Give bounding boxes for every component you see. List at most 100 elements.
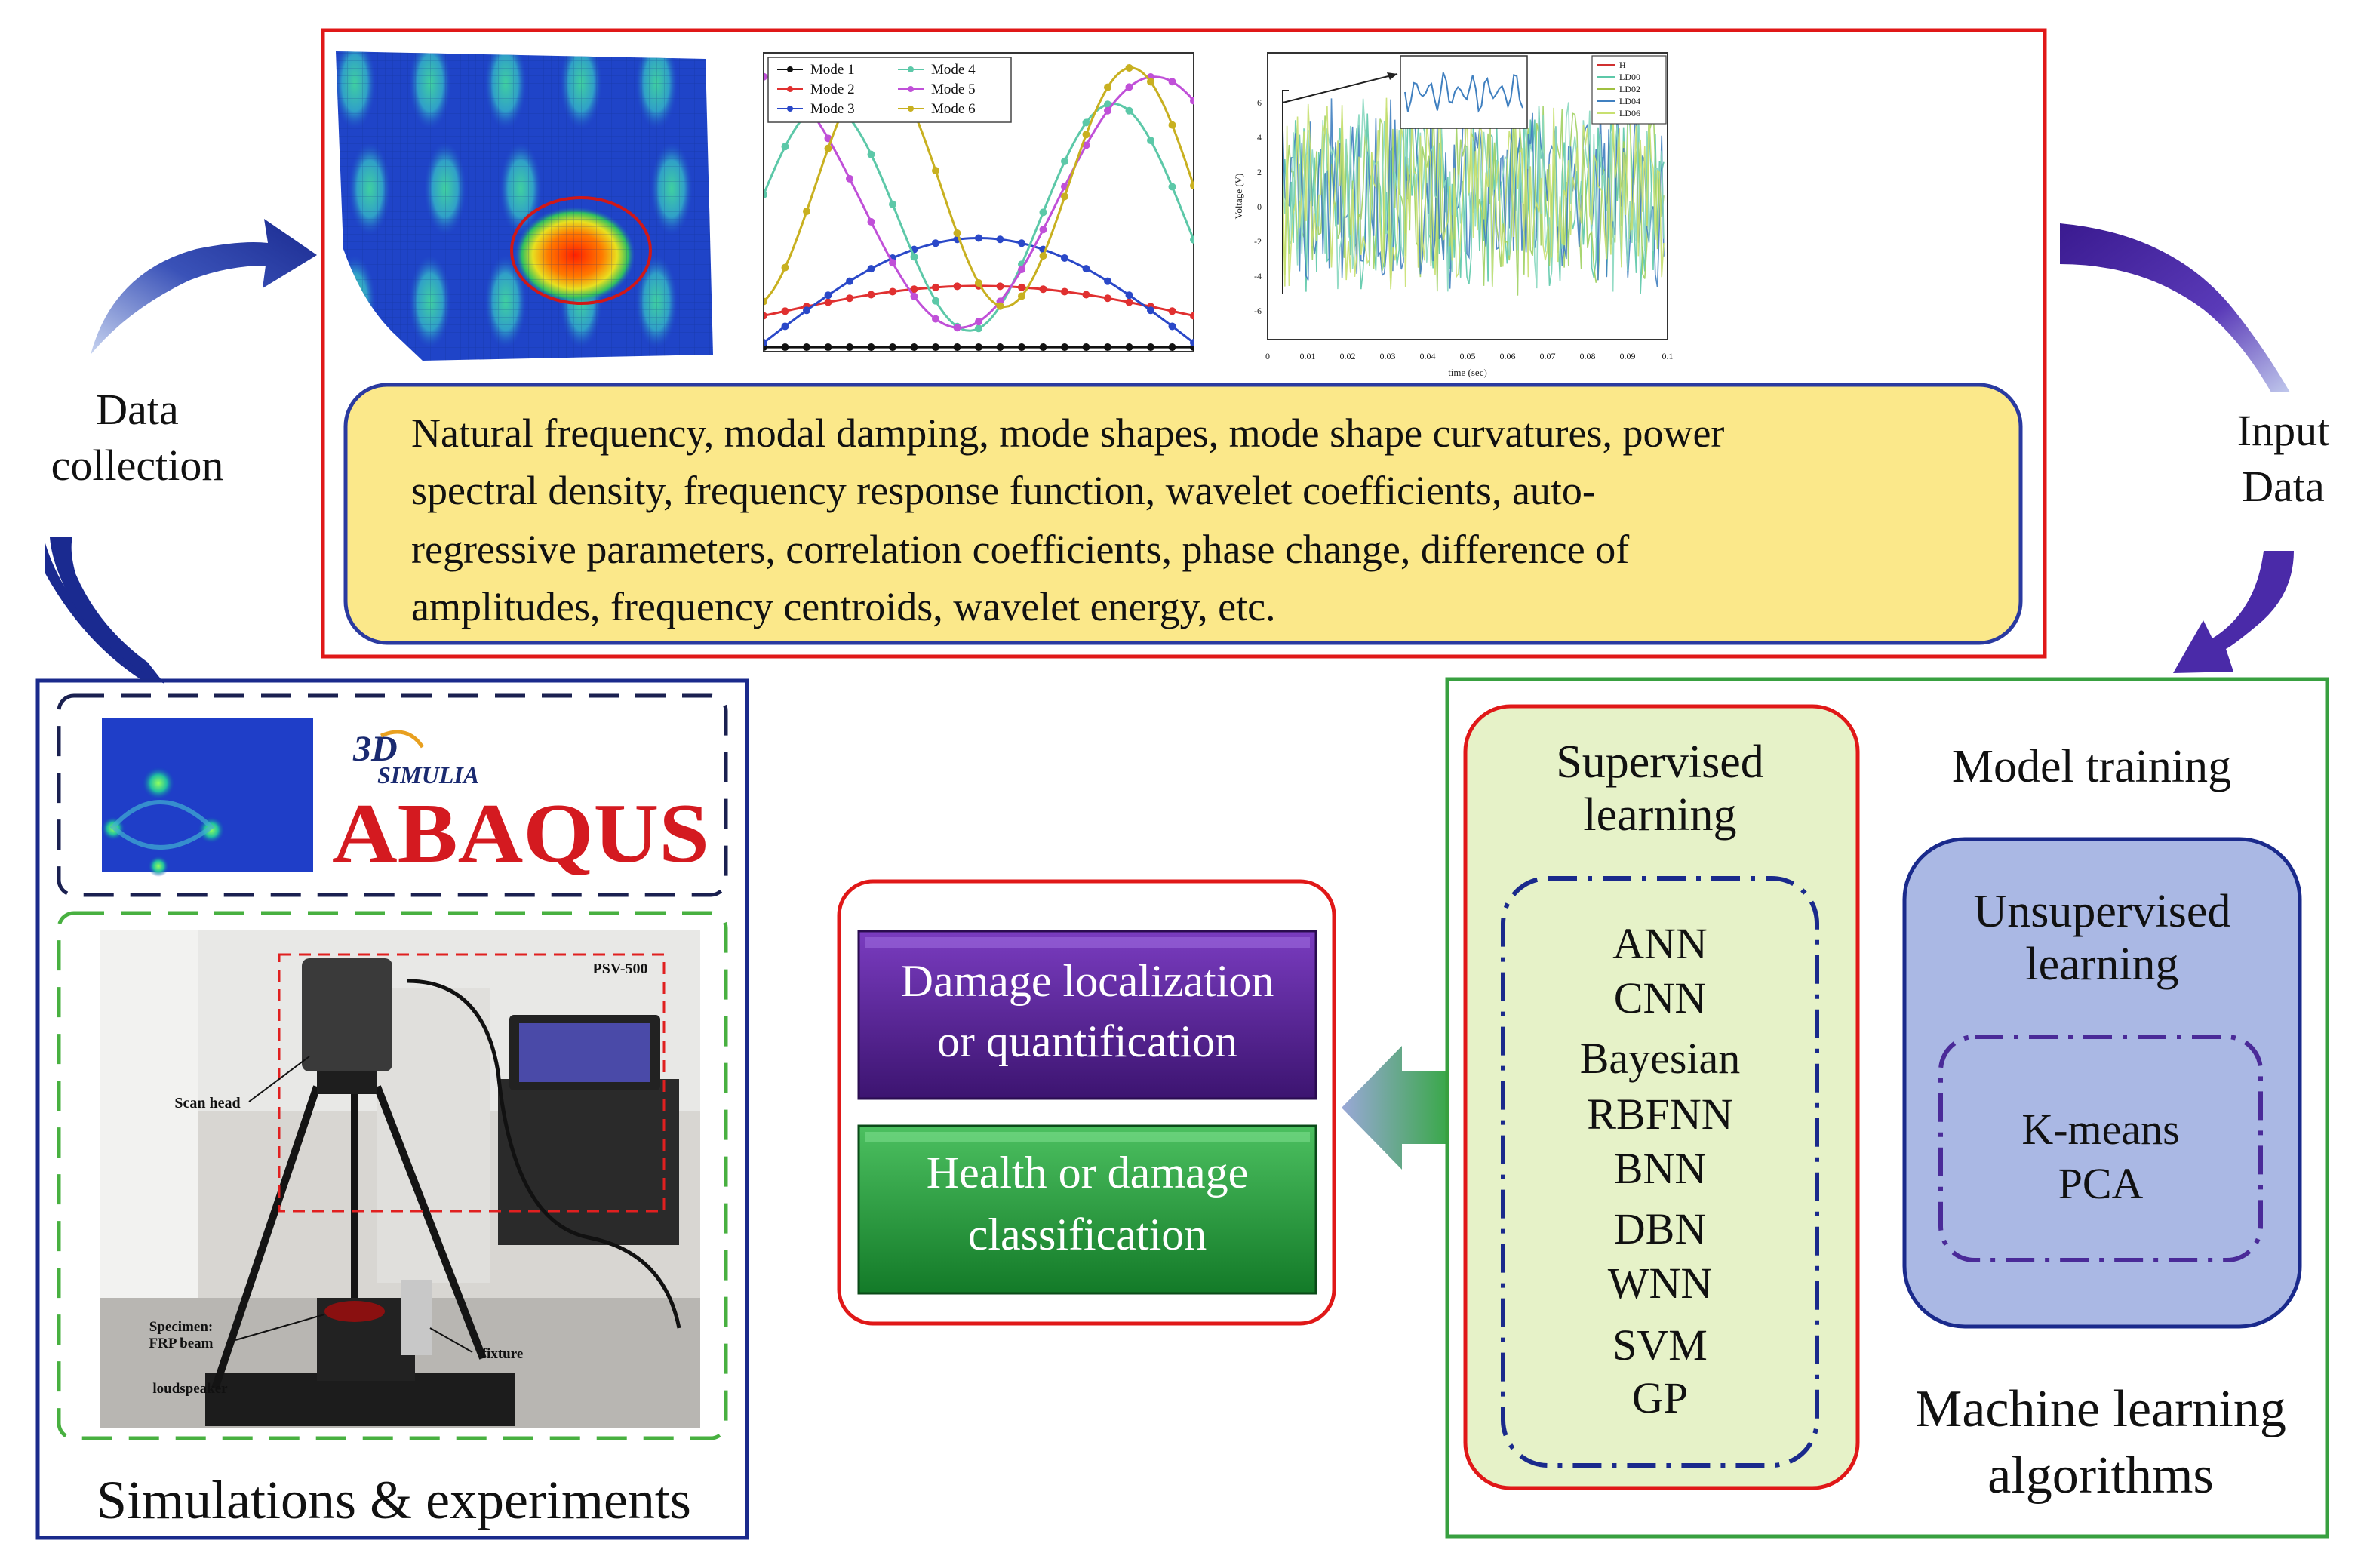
photo-label-specimen-2: FRP beam [149,1336,214,1351]
ml-caption-2: algorithms [1987,1447,2213,1505]
mode-marker [1168,322,1176,331]
mode-marker [1082,343,1090,352]
signal-ytick: 4 [1257,132,1262,143]
mode-marker [932,297,939,305]
supervised-title-2: learning [1583,789,1736,841]
signal-legend-entry: LD04 [1619,96,1640,106]
mode-marker [1082,118,1090,127]
mode-marker [1082,141,1090,149]
mode-marker [867,218,875,226]
signal-xlabel: time (sec) [1448,367,1487,378]
abaqus-logo-text: ABAQUS [332,787,709,881]
mode-marker [1061,254,1068,262]
mode-legend-entry: Mode 5 [931,81,976,97]
mode-marker [1190,339,1194,347]
signal-trace [1282,97,1665,290]
mode-marker [803,343,810,352]
mode-marker [932,343,939,352]
signal-xtick: 0.09 [1620,351,1636,361]
data-collection-label-1: Data [96,385,179,434]
mode-marker [996,343,1004,352]
abaqus-dashed-box [57,693,728,897]
mode-marker [932,167,939,175]
features-line-1: Natural frequency, modal damping, mode s… [411,410,1724,456]
supervised-methods-box [1501,876,1819,1468]
signal-xtick: 0.03 [1380,351,1396,361]
svg-text:3D: 3D [352,729,398,769]
mode-marker [824,291,832,300]
mode-marker [1190,97,1194,105]
mode-marker [1082,265,1090,273]
mode-marker [781,322,789,331]
supervised-item: RBFNN [1587,1090,1732,1139]
simulia-logo: 3D SIMULIA [352,729,479,789]
mode-marker [1190,312,1194,320]
mode-marker [1061,157,1068,165]
mode-marker [1168,121,1176,129]
health-classification-text-1: Health or damage [927,1148,1248,1198]
features-line-3: regressive parameters, correlation coeff… [411,527,1629,572]
mode-marker [824,144,832,152]
mode-marker [803,208,810,216]
mode-marker [824,343,832,352]
health-classification-text-2: classification [968,1210,1207,1259]
mode-legend-entry: Mode 1 [810,62,855,78]
simulations-caption: Simulations & experiments [97,1470,691,1530]
damage-circle [510,196,652,305]
mode-marker [1104,343,1111,352]
mode-marker [764,339,767,347]
mode-marker [1018,343,1025,352]
features-box [343,383,2023,645]
mode-marker [1168,343,1176,352]
mode-marker [1125,83,1133,91]
mode-marker [1061,343,1068,352]
mode-marker [1147,343,1154,352]
mode-legend-entry: Mode 3 [810,101,855,117]
mode-marker [975,279,982,287]
inset-pointer-arrow [1282,73,1398,103]
mode-marker [1104,277,1111,285]
signal-xtick: 0.07 [1540,351,1556,361]
mode-marker [764,72,767,81]
mode-marker [867,291,875,299]
mode-marker [1104,83,1111,91]
mode-marker [781,143,789,151]
signal-xtick: 0.01 [1300,351,1316,361]
simulia-text: SIMULIA [377,761,479,789]
mode-marker [953,343,961,352]
mode-marker [996,282,1004,291]
mode-marker [910,292,918,300]
mode-marker [846,343,853,352]
mode-marker [1190,181,1194,189]
arrow-to-outputs [1342,1046,1447,1170]
input-data-label-1: Input [2237,406,2329,455]
unsupervised-item-kmeans: K-means [2021,1105,2179,1154]
data-panel-frame [321,28,2047,659]
supervised-item: GP [1632,1373,1688,1422]
signal-xtick: 0.06 [1500,351,1516,361]
arrow-from-data-panel [2060,223,2290,392]
mode-marker [910,343,918,352]
mode-marker [1125,343,1133,352]
ml-caption-1: Machine learning [1915,1380,2286,1438]
arrow-from-simulations [45,537,164,684]
mode-marker [1082,131,1090,139]
experiment-photo [100,930,700,1428]
features-line-4: amplitudes, frequency centroids, wavelet… [411,584,1276,629]
mode-marker [910,285,918,294]
damage-localization-box [857,930,1317,1100]
mode-marker [1104,100,1111,109]
mode-marker [1039,208,1047,217]
mode-marker [846,277,853,285]
mode-marker [953,324,961,332]
health-classification-box [857,1124,1317,1295]
signal-xtick: 0.1 [1662,351,1674,361]
mode-legend-entry: Mode 2 [810,81,855,97]
signal-trace [1282,98,1665,292]
mode-marker [764,190,767,198]
signal-xtick: 0.04 [1420,351,1436,361]
mode-marker [975,318,982,326]
damaged-plate-image [336,51,713,361]
